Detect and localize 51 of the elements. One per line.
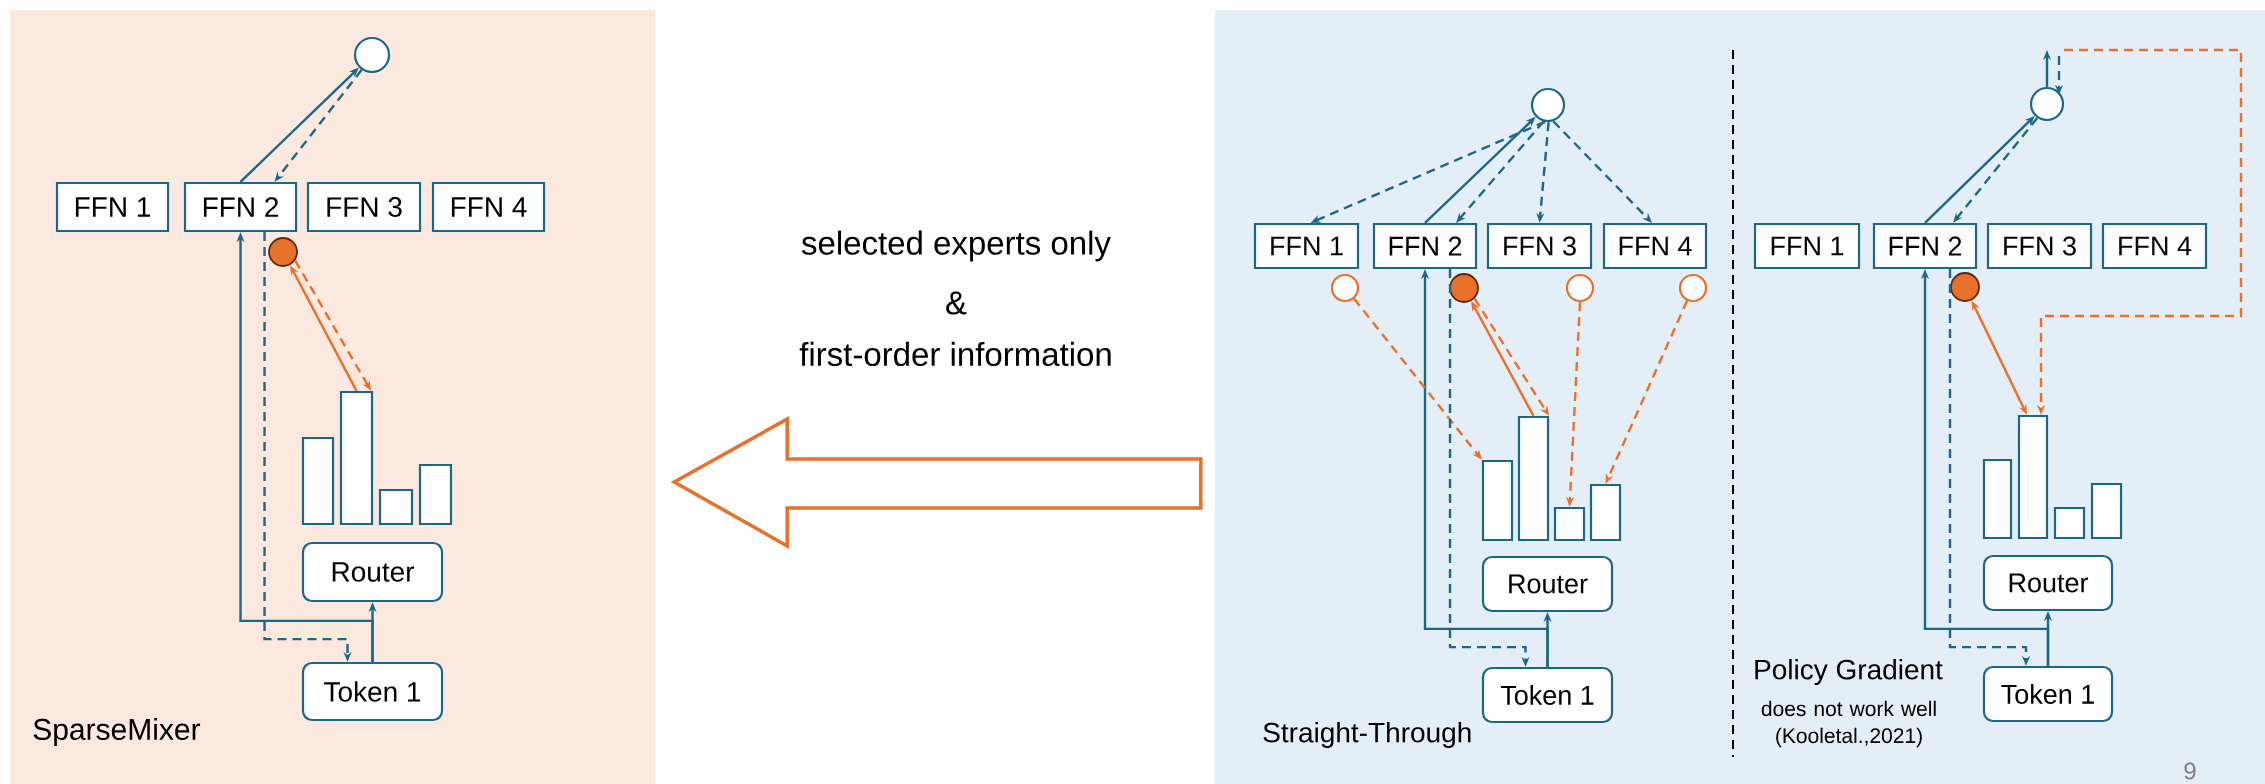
bar bbox=[1481, 459, 1514, 542]
circle bbox=[1678, 273, 1708, 303]
bar bbox=[1589, 483, 1622, 542]
bar bbox=[1553, 506, 1586, 542]
bar bbox=[2053, 506, 2086, 540]
router-box: Router bbox=[1481, 555, 1614, 613]
expert-box: FFN 1 bbox=[1253, 222, 1360, 270]
bar bbox=[1517, 415, 1550, 542]
circle bbox=[353, 36, 391, 74]
bar bbox=[1982, 458, 2013, 540]
router-box: Router bbox=[1982, 554, 2114, 612]
expert-box: FFN 1 bbox=[1753, 222, 1861, 270]
panel-title: Policy Gradient bbox=[1755, 658, 1943, 686]
expert-box: FFN 4 bbox=[2101, 222, 2208, 270]
caption-text: selected experts only bbox=[801, 230, 1111, 262]
bar bbox=[2017, 414, 2049, 540]
panel-title: Straight-Through bbox=[1263, 721, 1471, 749]
circle bbox=[1449, 273, 1479, 303]
bar bbox=[418, 463, 453, 526]
caption-text: & bbox=[946, 291, 967, 315]
panel-title: SparseMixer bbox=[33, 718, 201, 746]
bar bbox=[2090, 482, 2123, 540]
token-box: Token 1 bbox=[301, 661, 444, 722]
bar bbox=[378, 488, 414, 526]
dashed-arrow bbox=[1552, 120, 1652, 223]
expert-box: FFN 2 bbox=[1872, 222, 1978, 270]
expert-box: FFN 1 bbox=[55, 181, 170, 233]
expert-box: FFN 2 bbox=[1372, 222, 1478, 270]
expert-box: FFN 4 bbox=[1602, 222, 1708, 270]
token-box: Token 1 bbox=[1982, 665, 2114, 723]
caption-text: first-order information bbox=[799, 341, 1111, 367]
circle bbox=[1950, 272, 1980, 302]
expert-box: FFN 3 bbox=[1986, 222, 2093, 270]
circle bbox=[2029, 86, 2065, 122]
circle bbox=[268, 237, 298, 267]
page-number: 9 bbox=[2184, 762, 2196, 780]
block-arrow bbox=[670, 416, 1203, 549]
expert-box: FFN 4 bbox=[431, 181, 546, 233]
bar bbox=[301, 436, 335, 526]
circle bbox=[1330, 273, 1360, 303]
token-box: Token 1 bbox=[1481, 666, 1614, 724]
circle bbox=[1565, 273, 1595, 303]
expert-box: FFN 3 bbox=[1486, 222, 1593, 270]
expert-box: FFN 2 bbox=[183, 181, 298, 233]
bar bbox=[339, 390, 374, 526]
note-text: does not work well (Kooletal.,2021) bbox=[1761, 700, 1936, 748]
router-box: Router bbox=[301, 541, 444, 603]
dashed-arrow bbox=[1456, 120, 1545, 223]
expert-box: FFN 3 bbox=[306, 181, 422, 233]
circle bbox=[1530, 87, 1566, 123]
panel bbox=[10, 10, 655, 784]
